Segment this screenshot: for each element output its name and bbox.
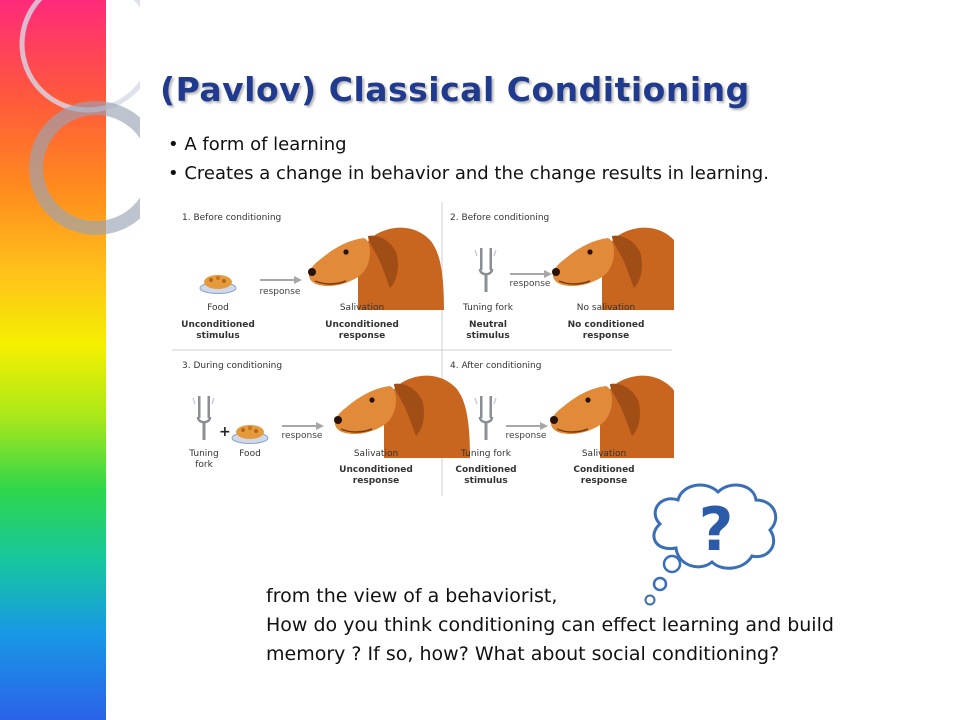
panel-3-arrow-label: response [282,431,323,441]
panel-3-result: Salivation [354,449,398,459]
panel-4-stimulus: Tuning fork [460,449,512,459]
panel-4-heading: 4. After conditioning [450,361,541,371]
bullet-item: A form of learning [168,130,769,159]
question-line: How do you think conditioning can effect… [266,614,834,636]
panel-4-result: Salivation [582,449,626,459]
panel-3-stimulus-b: Food [239,449,261,459]
panel-2-arrow-label: response [510,279,551,289]
discussion-question: from the view of a behaviorist, How do y… [266,582,866,669]
conditioning-diagram: 1. Before conditioning response Food Unc… [172,202,674,496]
panel-1-arrow-label: response [260,287,301,297]
panel-1-result: Salivation [340,303,384,313]
question-line: memory ? If so, how? What about social c… [266,643,780,665]
panel-3-heading: 3. During conditioning [182,361,282,371]
panel-4-arrow-label: response [506,431,547,441]
plus-sign: + [219,424,231,440]
panel-2-heading: 2. Before conditioning [450,213,549,223]
slide-title: (Pavlov) Classical Conditioning [160,70,750,109]
panel-2-result: No salivation [577,303,635,313]
bullet-list: A form of learning Creates a change in b… [168,130,769,188]
decorative-rings [19,0,140,235]
panel-1-stimulus: Food [207,303,229,313]
question-mark-icon: ? [699,495,734,565]
question-line: from the view of a behaviorist, [266,585,558,607]
panel-1-heading: 1. Before conditioning [182,213,281,223]
panel-2-stimulus: Tuning fork [462,303,514,313]
thought-bubble-icon: ? [644,483,778,606]
bullet-item: Creates a change in behavior and the cha… [168,159,769,188]
